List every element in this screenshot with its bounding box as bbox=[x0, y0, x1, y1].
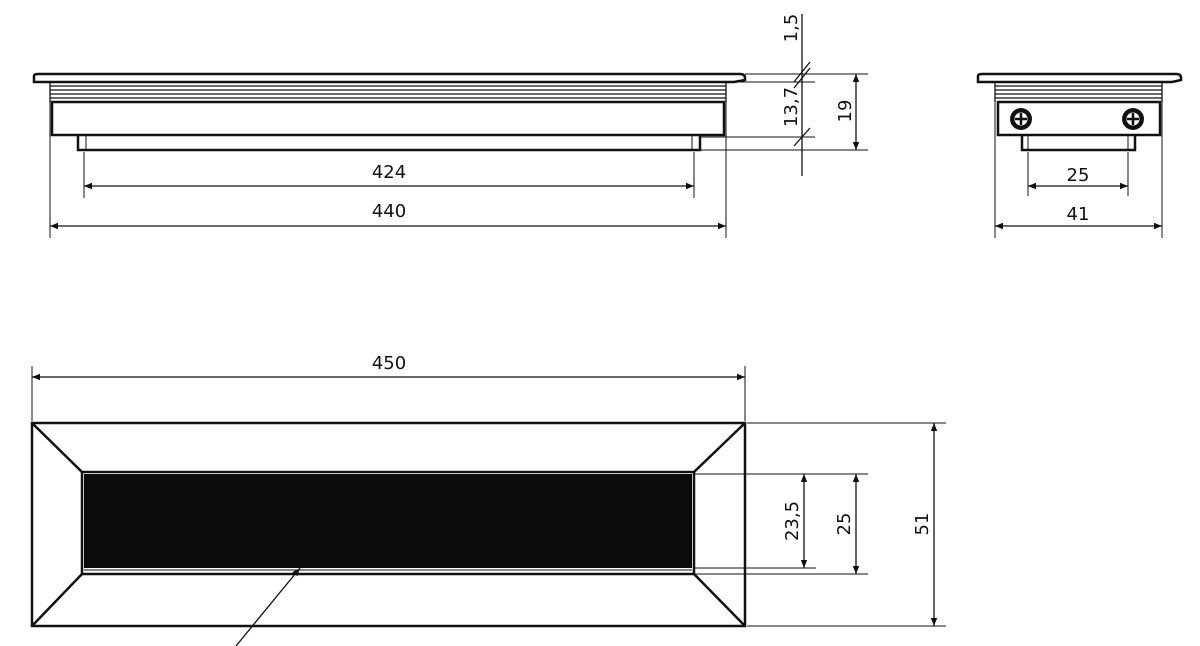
dim-label-440: 440 bbox=[372, 201, 406, 222]
end-flange bbox=[976, 72, 1183, 84]
dim-label-19: 19 bbox=[835, 100, 856, 123]
dim-label-top-25: 25 bbox=[834, 513, 855, 536]
end-view: 25 41 bbox=[976, 72, 1183, 238]
side-flange bbox=[32, 72, 747, 84]
side-view: 424 440 1,5 13,7 19 bbox=[32, 14, 868, 238]
dim-label-51: 51 bbox=[912, 513, 933, 536]
side-insert bbox=[76, 135, 702, 152]
top-view: 450 23,5 25 51 bbox=[30, 353, 946, 646]
top-outer-frame bbox=[30, 421, 747, 628]
dim-label-424: 424 bbox=[372, 162, 406, 183]
top-inner-frame bbox=[80, 470, 696, 576]
dim-label-13-7: 13,7 bbox=[781, 87, 802, 127]
side-body bbox=[50, 100, 726, 137]
end-body bbox=[996, 100, 1162, 137]
brush-insert bbox=[84, 474, 692, 568]
dim-label-41: 41 bbox=[1067, 204, 1090, 225]
dim-label-23-5: 23,5 bbox=[782, 501, 803, 541]
right-screw-icon bbox=[1122, 108, 1144, 130]
left-screw-icon bbox=[1010, 108, 1032, 130]
dim-label-end-25: 25 bbox=[1067, 165, 1090, 186]
end-ribs bbox=[994, 82, 1163, 102]
dim-label-450: 450 bbox=[372, 353, 406, 374]
leader-arrow bbox=[235, 567, 301, 646]
end-insert bbox=[1020, 135, 1137, 152]
dim-label-1-5: 1,5 bbox=[781, 14, 802, 43]
side-ribs bbox=[49, 82, 727, 102]
